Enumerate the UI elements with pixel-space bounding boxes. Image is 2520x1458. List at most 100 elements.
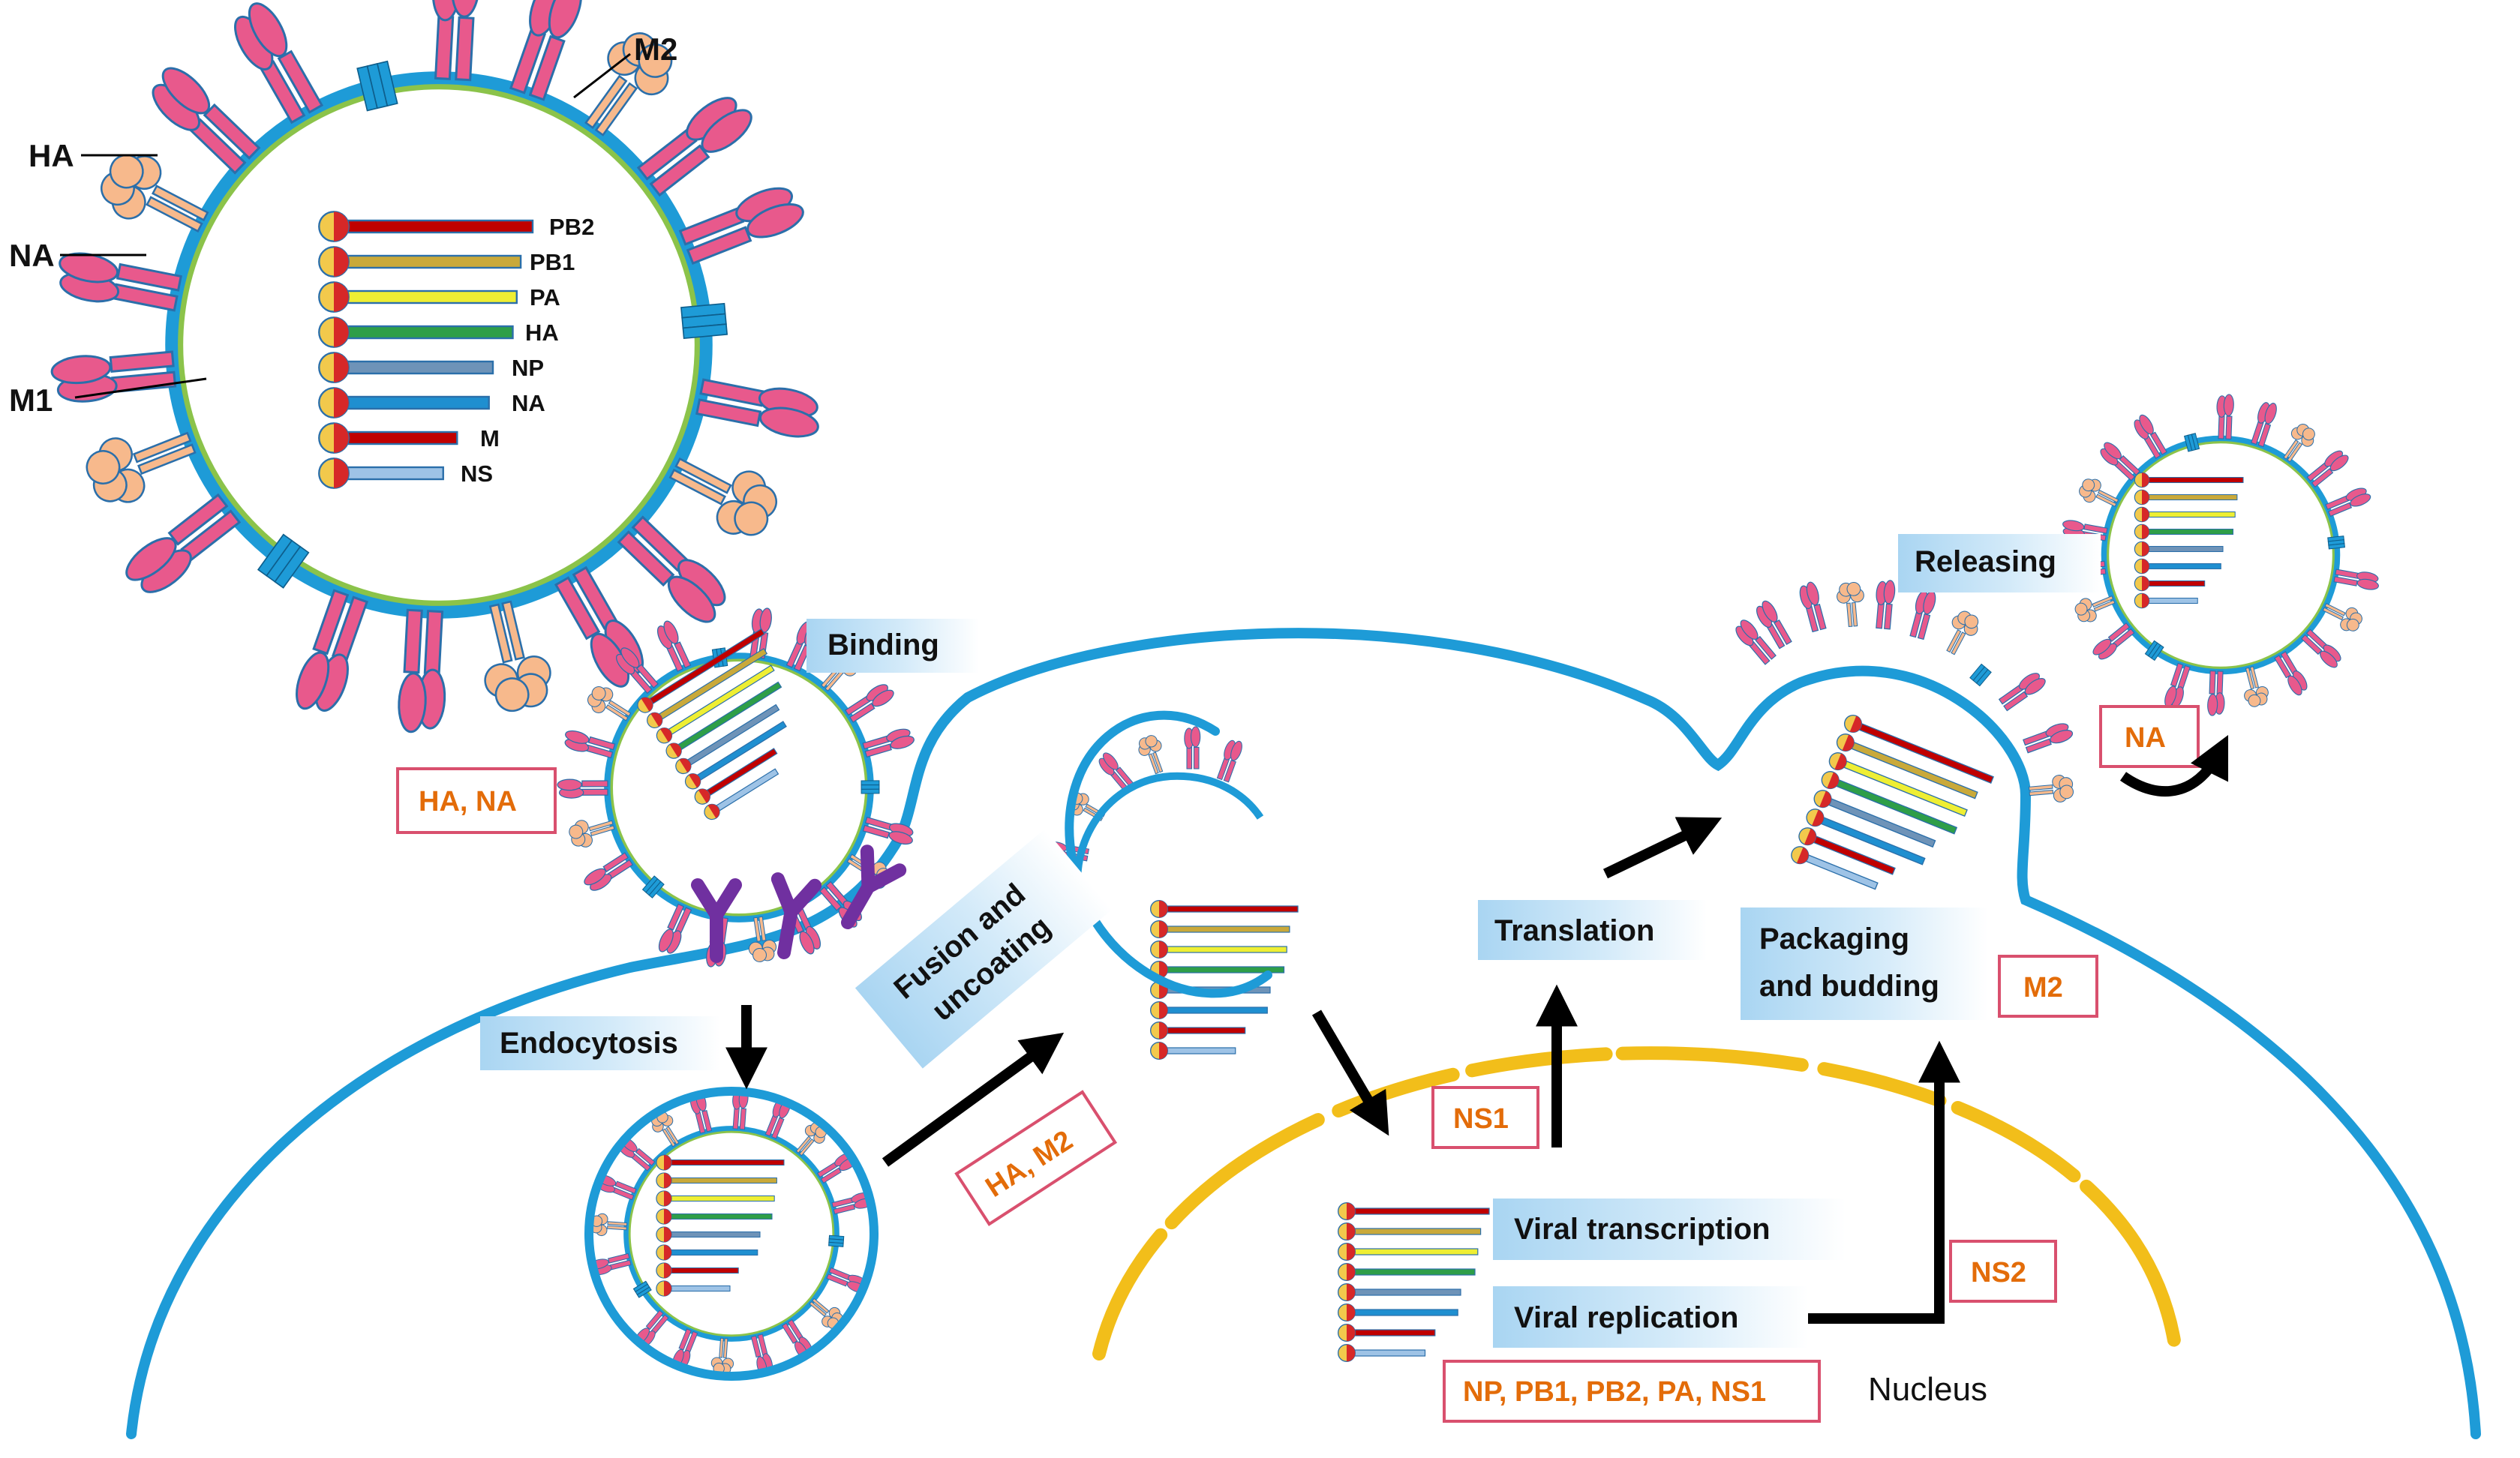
svg-text:Translation: Translation — [1494, 914, 1654, 947]
step-fusion-uncoating: Fusion and uncoating — [855, 829, 1113, 1069]
neuraminidase-spike — [2028, 775, 2074, 802]
segment-label-m: M — [480, 425, 500, 452]
rna-segment-pb2 — [2134, 472, 2244, 488]
hemagglutinin-spike — [509, 0, 582, 101]
rna-segment-na — [1337, 1303, 1458, 1322]
hemagglutinin-spike — [584, 852, 634, 891]
step-binding: Binding — [806, 619, 979, 673]
m2-ion-channel — [356, 60, 398, 112]
hemagglutinin-spike — [1876, 580, 1896, 630]
hemagglutinin-spike — [2325, 488, 2371, 518]
neuraminidase-spike — [2283, 423, 2315, 463]
m2-ion-channel — [2183, 433, 2200, 452]
neuraminidase-spike — [484, 600, 551, 712]
rnp-segments — [318, 211, 534, 489]
rna-segment-pb2 — [656, 1154, 785, 1171]
rna-segment-m — [656, 1262, 739, 1279]
segment-label-ha: HA — [525, 320, 559, 346]
rna-segment-ha — [1337, 1262, 1476, 1282]
m2-ion-channel — [641, 875, 665, 898]
neuraminidase-spike — [651, 1112, 680, 1148]
hemagglutinin-spike — [1799, 581, 1827, 633]
m2-ion-channel — [2327, 536, 2345, 550]
rna-segment-pb1 — [1836, 734, 1978, 800]
neuraminidase-spike — [795, 1122, 827, 1156]
rna-segment-ns — [1337, 1343, 1426, 1363]
virion-released — [2059, 394, 2379, 716]
cell-membrane — [126, 628, 2481, 1439]
m2-ion-channel — [828, 1234, 845, 1247]
hemagglutinin-spike — [2134, 414, 2167, 459]
svg-text:Packaging: Packaging — [1759, 922, 1909, 956]
hemagglutinin-spike — [1756, 600, 1792, 650]
rna-segment-m — [1798, 827, 1896, 875]
rna-segment-pb1 — [1149, 920, 1290, 939]
ha-label: HA — [29, 138, 74, 173]
hemagglutinin-spike — [2216, 394, 2234, 440]
neuraminidase-spike — [584, 32, 673, 136]
rna-segment-np — [2134, 541, 2224, 557]
rna-segment-ns — [1149, 1041, 1236, 1060]
hemagglutinin-spike — [862, 816, 914, 845]
rna-segment-ha — [665, 681, 782, 759]
rna-segment-na — [656, 1244, 758, 1261]
protein-box-fusion: HA, M2 — [954, 1090, 1118, 1226]
rnp-segments — [1149, 899, 1299, 1060]
rna-segment-na — [1806, 808, 1926, 866]
arrow-to-packaging — [1602, 817, 1723, 879]
rnp-segments — [1791, 714, 1995, 890]
rna-segment-m — [2134, 575, 2206, 592]
rna-segment-m — [1337, 1323, 1436, 1342]
segment-label-na: NA — [512, 390, 545, 416]
segment-label-pa: PA — [530, 284, 560, 310]
m2-label: M2 — [634, 32, 677, 67]
virion-endosome — [589, 1088, 874, 1376]
hemagglutinin-spike — [2251, 402, 2277, 448]
hemagglutinin-spike — [2023, 723, 2074, 754]
neuraminidase-spike — [2322, 602, 2362, 632]
segment-label-pb2: PB2 — [549, 214, 594, 240]
rna-segment-ns — [704, 768, 779, 820]
rna-segment-pb2 — [1149, 899, 1299, 919]
rna-segment-ns — [656, 1280, 731, 1297]
hemagglutinin-spike — [2100, 442, 2141, 482]
hemagglutinin-spike — [695, 378, 819, 438]
rna-segment-m — [694, 748, 778, 805]
m1-leader-line — [74, 377, 207, 399]
hemagglutinin-spike — [1184, 726, 1201, 770]
rna-segment-ns — [1791, 846, 1879, 890]
m1-label: M1 — [9, 382, 53, 418]
hemagglutinin-spike — [636, 97, 752, 197]
sialic-acid-receptor — [841, 844, 907, 929]
hemagglutinin-spike — [125, 493, 242, 593]
m2-ion-channel — [680, 302, 728, 339]
protein-box-ns1: NS1 — [1431, 1086, 1539, 1149]
hemagglutinin-spike — [1216, 740, 1242, 783]
svg-text:Viral transcription: Viral transcription — [1514, 1213, 1771, 1246]
protein-box-binding: HA, NA — [396, 767, 557, 834]
svg-text:NP, PB1, PB2, PA, NS1: NP, PB1, PB2, PA, NS1 — [1463, 1376, 1766, 1408]
endosome-membrane — [584, 1087, 879, 1381]
rnp-segments — [2134, 472, 2244, 609]
neuraminidase-spike — [710, 1337, 734, 1375]
protein-box-replication: NP, PB1, PB2, PA, NS1 — [1443, 1360, 1821, 1423]
neuraminidase-spike — [101, 154, 209, 232]
neuraminidase-spike — [809, 1298, 843, 1329]
m2-leader-line — [573, 52, 631, 99]
rna-segment-np — [1813, 790, 1936, 848]
hemagglutinin-spike — [431, 0, 480, 82]
segment-label-np: NP — [512, 355, 544, 381]
hemagglutinin-spike — [2300, 628, 2341, 668]
segment-label-ns: NS — [461, 460, 493, 487]
neuraminidase-spike — [587, 686, 632, 722]
hemagglutinin-spike — [2092, 622, 2135, 660]
na-label: NA — [9, 238, 55, 273]
rna-segment-pb1 — [2134, 489, 2238, 506]
rna-segment-pb1 — [1337, 1222, 1482, 1241]
rna-segment-pa — [2134, 506, 2236, 523]
hemagglutinin-spike — [1998, 673, 2046, 712]
step-releasing: Releasing — [1898, 534, 2101, 592]
rna-segment-pa — [1337, 1242, 1479, 1262]
neuraminidase-spike — [590, 1213, 628, 1237]
hemagglutinin-spike — [1098, 752, 1134, 792]
